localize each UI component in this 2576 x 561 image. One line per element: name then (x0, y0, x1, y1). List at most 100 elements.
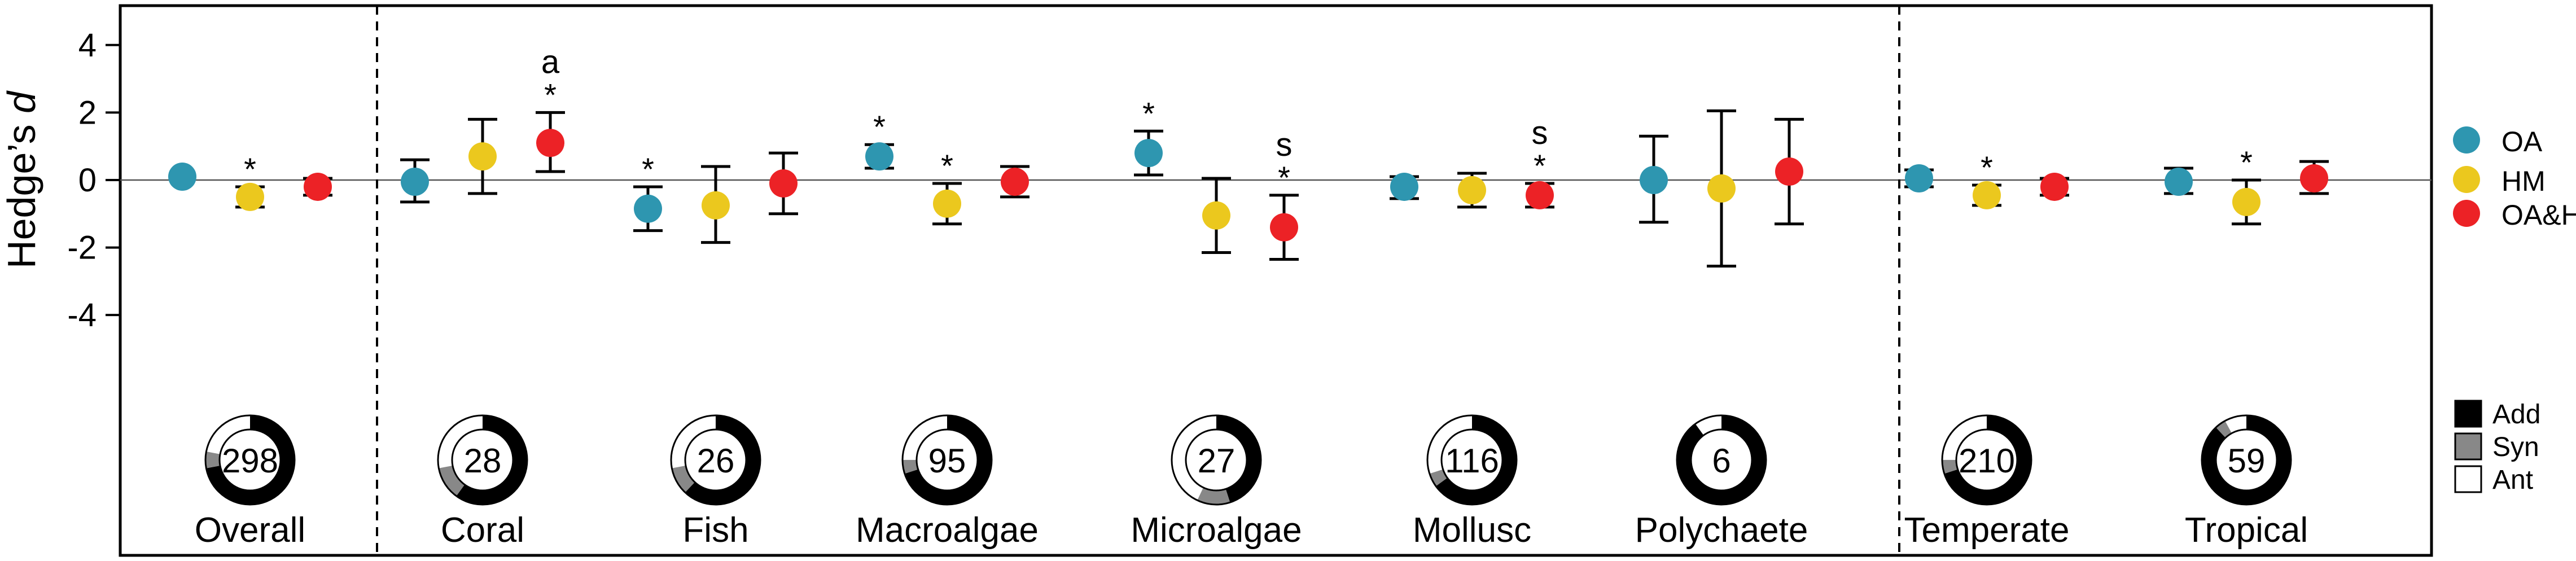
ring-segment-add (1942, 415, 2031, 505)
category-label: Overall (195, 511, 305, 550)
point-oa (865, 142, 893, 171)
sample-size-label: 95 (928, 442, 966, 480)
category-label: Fish (682, 511, 748, 550)
significance-marker: * (2240, 144, 2253, 180)
point-oa-hm (1775, 157, 1803, 186)
plot-frame (119, 4, 2433, 557)
legend-swatch-oa (2453, 126, 2480, 154)
ring-outline-outer (1941, 414, 2032, 506)
significance-marker: * (1142, 95, 1155, 131)
point-oa (1134, 139, 1163, 168)
ring-segment-syn (903, 415, 992, 505)
y-tick-label: 0 (78, 162, 97, 199)
ring-segment-add (438, 415, 527, 505)
significance-marker: * (1278, 160, 1290, 195)
point-hm (468, 142, 497, 171)
sample-size-label: 298 (222, 442, 278, 480)
sample-size-label: 27 (1198, 442, 1236, 480)
ring-segment-add (1172, 415, 1261, 505)
point-hm (933, 189, 961, 218)
ring-outline-outer (1676, 414, 1767, 506)
ring-outline-outer (204, 414, 296, 506)
interaction-marker: s (1276, 126, 1293, 163)
point-oa (401, 167, 429, 196)
ring-outline-inner (1690, 428, 1753, 492)
significance-marker: * (941, 148, 953, 183)
ring-outline-inner (1440, 428, 1504, 492)
legend-label: OA (2501, 126, 2543, 157)
legend-label: OA&HM (2501, 199, 2576, 231)
category-label: Tropical (2185, 511, 2308, 550)
significance-marker: * (1534, 148, 1546, 183)
ring-outline-outer (901, 414, 993, 506)
sample-size-label: 6 (1712, 442, 1731, 480)
y-tick-label: -2 (67, 230, 97, 266)
ring-legend-label: Syn (2492, 432, 2539, 462)
y-axis-label-symbol: d (0, 90, 43, 113)
ring-segment-add (205, 415, 295, 505)
ring-segment-syn (205, 415, 295, 505)
point-oa (1390, 172, 1418, 201)
legend-label: HM (2501, 165, 2546, 197)
significance-marker: * (873, 109, 886, 144)
category-label: Polychaete (1635, 511, 1808, 550)
ring-segment-syn (1172, 415, 1261, 505)
ring-outline-inner (1955, 428, 2018, 492)
category-label: Mollusc (1413, 511, 1531, 550)
sample-size-label: 26 (697, 442, 735, 480)
significance-marker: * (544, 77, 557, 112)
ring-segment-syn (1942, 415, 2031, 505)
ring-outline-outer (437, 414, 528, 506)
ring-outline-outer (670, 414, 761, 506)
legend-swatch-hm (2453, 166, 2480, 193)
sample-size-label: 116 (1445, 442, 1499, 480)
ring-outline-inner (915, 428, 979, 492)
ring-outline-outer (1171, 414, 1262, 506)
point-oa (634, 194, 662, 223)
y-axis-label: Hedge’s d (0, 90, 43, 269)
ring-outline-inner (1185, 428, 1248, 492)
ring-outline-inner (451, 428, 514, 492)
y-tick-label: -4 (67, 297, 97, 334)
category-label: Microalgae (1131, 511, 1302, 550)
significance-marker: * (1981, 150, 1993, 185)
ring-legend-label: Add (2492, 400, 2540, 429)
interaction-marker: s (1532, 115, 1548, 151)
ring-legend-label: Ant (2492, 465, 2533, 495)
ring-legend-swatch (2454, 465, 2482, 493)
point-oa-hm (769, 169, 798, 198)
point-oa-hm (536, 129, 564, 157)
ring-segment-add (1427, 415, 1517, 505)
point-hm (2232, 187, 2260, 216)
point-hm (1458, 176, 1486, 204)
ring-outline-outer (2201, 414, 2292, 506)
category-label: Temperate (1904, 511, 2070, 550)
significance-marker: * (244, 151, 256, 187)
ring-outline-inner (2215, 428, 2278, 492)
point-oa-hm (304, 172, 332, 201)
category-label: Macroalgae (856, 511, 1039, 550)
significance-marker: * (642, 151, 654, 187)
sample-size-label: 210 (1959, 442, 2015, 480)
sample-size-label: 59 (2228, 442, 2266, 480)
ring-segment-add (903, 415, 992, 505)
interaction-marker: a (541, 43, 560, 80)
y-axis-label-text: Hedge’s (0, 113, 43, 269)
point-hm (1707, 174, 1736, 203)
point-hm (1973, 181, 2001, 209)
sample-size-label: 28 (464, 442, 502, 480)
point-oa (168, 163, 196, 191)
point-oa-hm (1270, 213, 1298, 242)
legend-swatch-oa-hm (2453, 200, 2480, 227)
ring-segment-add (1677, 415, 1766, 505)
